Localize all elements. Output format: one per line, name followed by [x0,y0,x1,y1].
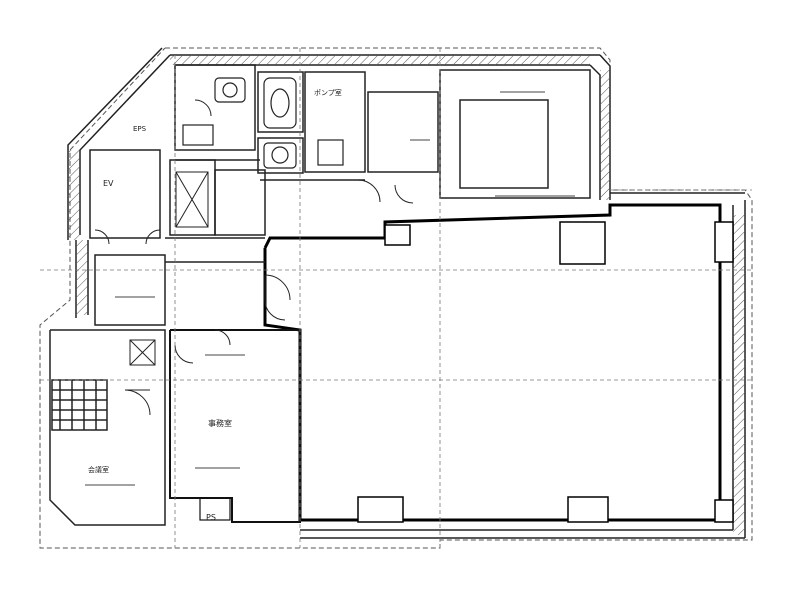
exterior-wall-top [170,54,611,200]
sanitary-fixtures [182,77,344,169]
label-ev: EV [103,179,114,188]
shaft-marks [129,171,209,366]
annotation-ticks [85,91,575,486]
core-walls [89,149,266,326]
exterior-wall-right [300,192,746,539]
label-eps: EPS [133,125,147,133]
office-room [169,329,301,523]
room-labels: EPS EV PS 事務室 会議室 ポンプ室 [88,88,342,522]
doors [94,99,414,416]
label-meeting-room: 会議室 [88,465,109,474]
upper-rooms [174,64,591,199]
grid-lines [40,48,752,548]
label-pump-room: ポンプ室 [314,88,342,97]
label-office: 事務室 [208,418,232,428]
main-space-wall [263,203,722,522]
property-boundary [39,47,753,549]
stair-block [49,329,166,526]
columns [357,221,734,523]
label-ps: PS [206,513,216,522]
wall-hatch [68,55,745,535]
